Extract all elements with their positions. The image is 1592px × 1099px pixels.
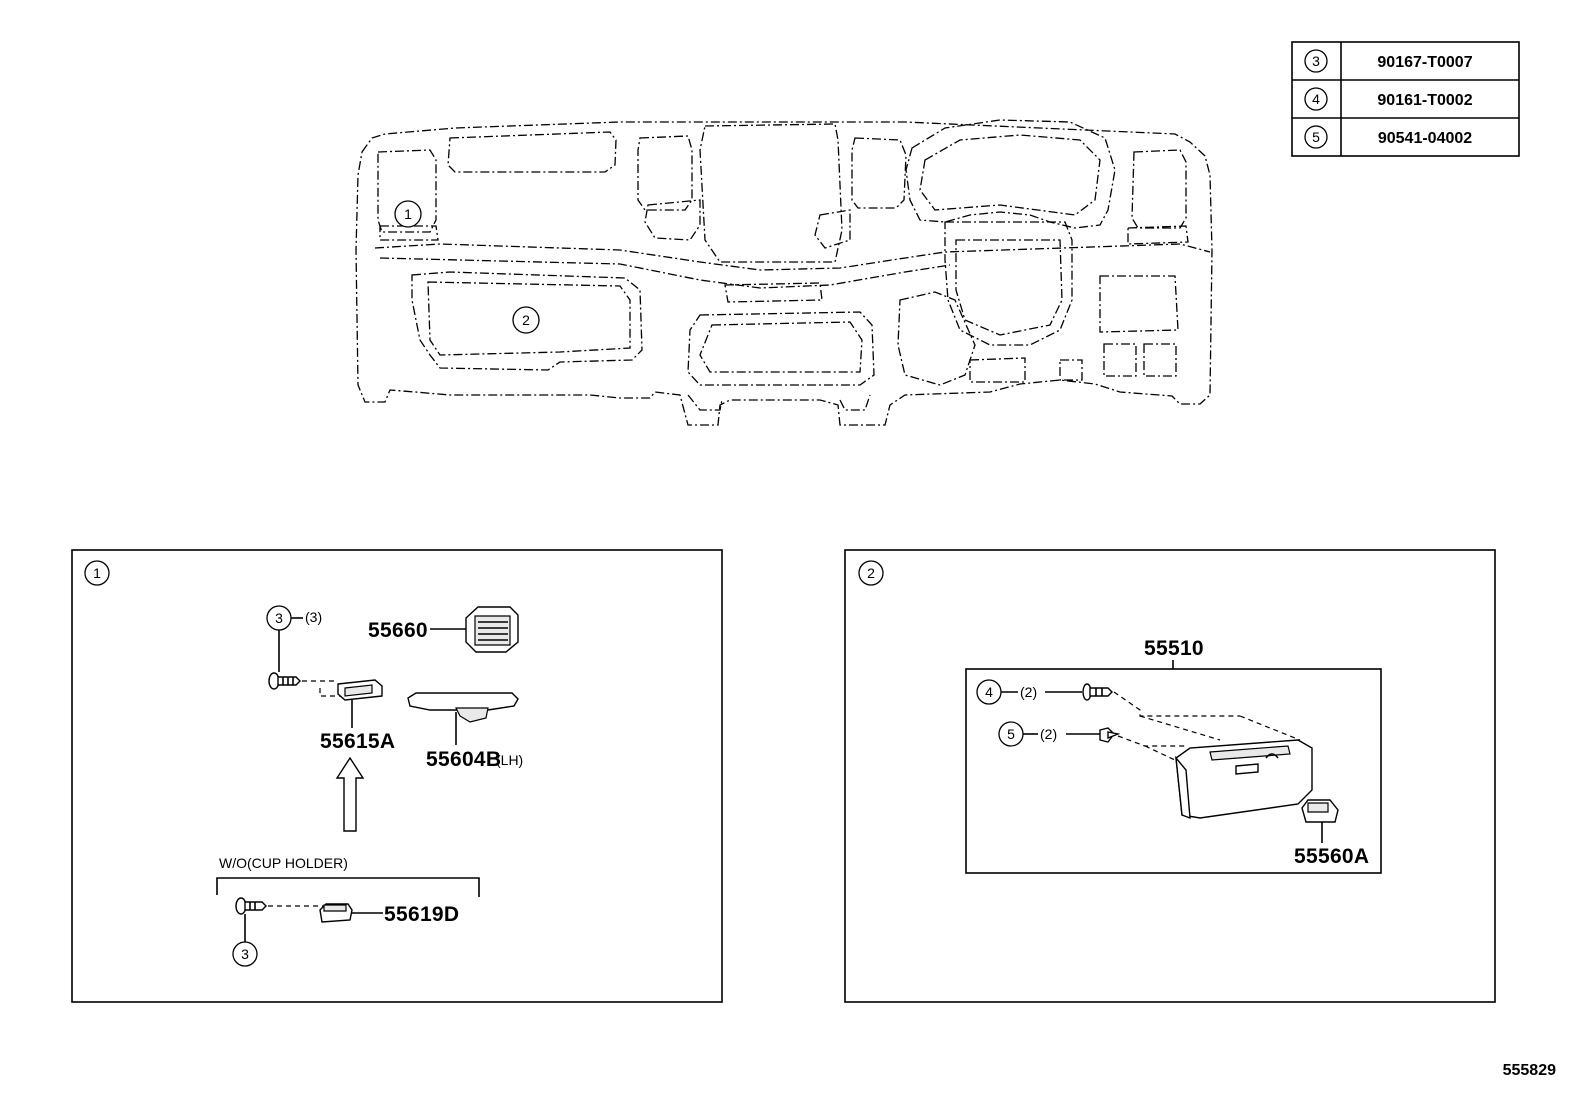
part-55510: 55510 — [1144, 637, 1204, 660]
part-55615A: 55615A — [320, 730, 395, 753]
cover-icon — [407, 692, 519, 745]
bracket-icon — [337, 679, 383, 728]
screw-a-qty: (2) — [1020, 684, 1037, 700]
screw-qty: (3) — [305, 609, 322, 625]
part-55619D: 55619D — [384, 903, 459, 926]
screw-ref-4: 4 — [985, 684, 993, 700]
detail-panel-1: 1 3 (3) 55615A 55660 — [71, 549, 723, 1003]
clip-icon — [1099, 727, 1121, 743]
screw-ref-5: 5 — [1007, 726, 1015, 742]
table-part-3: 90541-04002 — [1378, 130, 1472, 147]
dashboard-overview: 1 2 — [355, 119, 1213, 426]
reference-table: 3 90167-T0007 4 90161-T0002 5 90541-0400… — [1291, 41, 1520, 157]
overview-callout-1 — [394, 200, 422, 228]
panel-2-ref: 2 — [867, 565, 875, 581]
overview-callout-2-label: 2 — [522, 312, 530, 328]
table-ref-circle — [1304, 49, 1328, 73]
part-55660: 55660 — [368, 619, 428, 642]
screw-ref-3-lower: 3 — [241, 946, 249, 962]
panel-2-ref-circle — [858, 560, 884, 586]
table-ref-4: 4 — [1312, 91, 1320, 107]
table-ref-5: 5 — [1312, 129, 1320, 145]
table-ref-3: 3 — [1312, 53, 1320, 69]
overview-callout-1-label: 1 — [404, 206, 412, 222]
latch-icon — [1301, 799, 1339, 823]
table-ref-circle — [1304, 125, 1328, 149]
screw-ref-circle — [232, 941, 258, 967]
screw-icon — [268, 672, 301, 690]
panel-1-ref: 1 — [93, 565, 101, 581]
screw-icon — [1082, 683, 1113, 701]
screw-ref-3: 3 — [275, 610, 283, 626]
part-55604B: 55604B — [426, 748, 501, 771]
clip-icon — [319, 903, 353, 923]
part-55604B-side: (LH) — [496, 752, 523, 768]
overview-callout-2 — [512, 306, 540, 334]
up-arrow-icon — [335, 756, 365, 832]
vent-icon — [465, 606, 519, 653]
screw-icon — [235, 897, 267, 915]
diagram-id: 555829 — [1503, 1062, 1556, 1079]
panel-1-ref-circle — [84, 560, 110, 586]
table-part-1: 90167-T0007 — [1377, 54, 1472, 71]
glovebox-icon — [1175, 739, 1313, 820]
part-55560A: 55560A — [1294, 845, 1369, 868]
detail-panel-2: 2 55510 4 (2) 5 (2) — [844, 549, 1496, 1003]
condition-label: W/O(CUP HOLDER) — [219, 855, 348, 871]
screw-b-qty: (2) — [1040, 726, 1057, 742]
table-ref-circle — [1304, 87, 1328, 111]
dashboard-outline — [355, 121, 1213, 426]
table-part-2: 90161-T0002 — [1377, 92, 1472, 109]
